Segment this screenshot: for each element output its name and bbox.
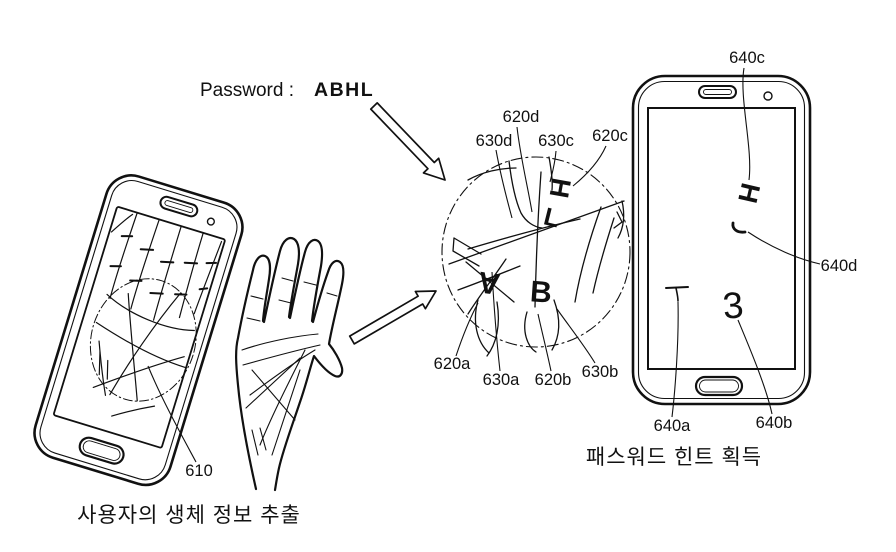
right-phone-body	[631, 74, 812, 406]
left-phone-speaker-inner	[164, 200, 194, 214]
hint-mark-640c: H	[732, 180, 766, 206]
right-phone-home-button-inner	[699, 379, 739, 393]
left-phone-home-button-inner	[82, 440, 121, 461]
ref-label-640b: 640b	[756, 414, 793, 432]
ref-label-610: 610	[185, 462, 213, 480]
ref-label-630c: 630c	[538, 132, 574, 150]
left-phone-screen	[53, 206, 226, 449]
ref-label-630b: 630b	[582, 363, 619, 381]
hand-illustration	[235, 236, 345, 492]
right-phone-home-button	[694, 375, 744, 397]
screen-roi-circle	[89, 278, 197, 402]
magnifier-circle: A B H L	[441, 156, 631, 357]
flow-arrow-bottom-icon	[348, 290, 437, 345]
ref-label-640d: 640d	[821, 257, 858, 275]
left-caption: 사용자의 생체 정보 추출	[77, 504, 301, 527]
ref-label-620a: 620a	[434, 355, 472, 373]
right-phone-speaker-icon	[698, 85, 737, 99]
right-phone-body-inner	[637, 80, 806, 400]
flow-arrow-top-icon	[369, 102, 446, 181]
password-caption: Password : ABHL	[200, 79, 374, 101]
magnifier-ref-labels: 620d 630d 630c 620c 620a 630a 620b 630b	[434, 108, 628, 389]
right-phone-camera-icon	[763, 91, 773, 101]
magnified-palm-lines	[448, 156, 625, 357]
ref-leader-610	[147, 365, 197, 463]
left-phone-body	[33, 174, 244, 487]
magnified-letter-a: A	[476, 265, 502, 301]
hand-palm-lines	[241, 277, 338, 456]
magnifier-boundary	[441, 156, 631, 348]
ref-label-630a: 630a	[483, 371, 521, 389]
left-phone-camera-icon	[206, 217, 215, 226]
magnified-letter-h: H	[544, 176, 577, 200]
password-label: Password :	[200, 80, 294, 101]
ref-label-620d: 620d	[503, 108, 540, 126]
left-phone-body-inner	[39, 180, 238, 481]
hint-mark-640a	[665, 286, 689, 302]
right-phone: H 3	[631, 74, 812, 406]
password-value: ABHL	[314, 79, 374, 101]
ref-label-640a: 640a	[654, 417, 692, 435]
hint-mark-640b: 3	[721, 284, 745, 327]
hand-outline	[235, 236, 345, 492]
magnified-letter-b: B	[529, 275, 553, 309]
ref-label-630d: 630d	[476, 132, 513, 150]
magnifier-ref-leaders	[455, 126, 607, 372]
right-phone-screen	[647, 107, 796, 370]
ref-label-620b: 620b	[535, 371, 572, 389]
right-phone-ref-leaders	[671, 67, 821, 418]
ref-label-620c: 620c	[592, 127, 628, 145]
right-phone-ref-labels: 640c 640d 640a 640b	[654, 49, 858, 435]
hint-mark-640d	[731, 221, 747, 234]
screen-palm-lines	[92, 292, 195, 417]
right-caption: 패스워드 힌트 획득	[586, 446, 762, 469]
left-phone	[33, 174, 244, 487]
ref-label-640c: 640c	[729, 49, 765, 67]
screen-palm-fingers	[109, 212, 223, 321]
right-phone-speaker-inner	[703, 89, 732, 95]
left-phone-speaker-icon	[159, 195, 199, 218]
left-phone-home-button	[78, 436, 125, 465]
magnified-letter-l: L	[541, 203, 563, 234]
